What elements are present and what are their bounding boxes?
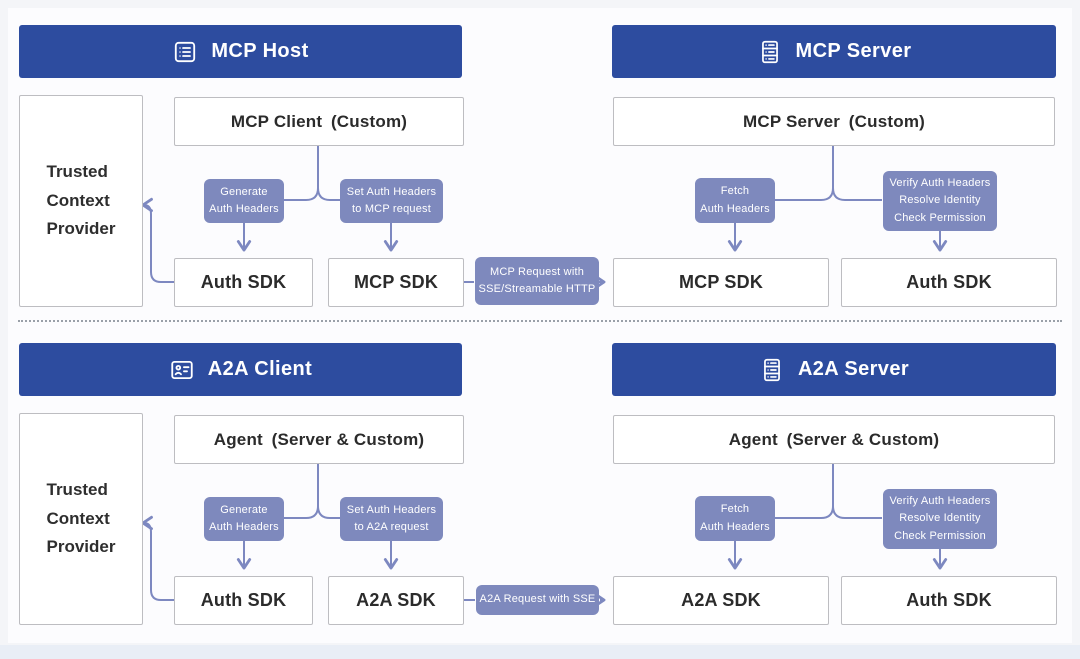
- mcp-server-custom-label: MCP Server (Custom): [742, 111, 926, 131]
- verify-auth-headers-label: Verify Auth Headers Resolve Identity Che…: [889, 495, 991, 542]
- generate-auth-headers-badge-top: Generate Auth Headers: [204, 179, 284, 223]
- agent-client-box: Agent (Server & Custom): [174, 415, 464, 464]
- header-mcp-host-label: MCP Host: [211, 40, 309, 62]
- fetch-auth-headers-badge-top: Fetch Auth Headers: [695, 178, 775, 223]
- mcp-sdk-box-server: MCP SDK: [613, 258, 829, 307]
- agent-server-label: Agent (Server & Custom): [728, 429, 940, 449]
- agent-client-label: Agent (Server & Custom): [213, 429, 425, 449]
- a2a-sdk-box-server: A2A SDK: [613, 576, 829, 625]
- mcp-sdk-server-label: MCP SDK: [678, 272, 764, 292]
- generate-auth-headers-label: Generate Auth Headers: [209, 185, 279, 215]
- header-a2a-server: A2A Server: [612, 343, 1056, 396]
- mcp-sdk-label: MCP SDK: [353, 272, 439, 292]
- mcp-request-label: MCP Request with SSE/Streamable HTTP: [478, 265, 596, 295]
- trusted-context-provider-label: Trusted Context Provider: [46, 479, 116, 557]
- fetch-auth-headers-label: Fetch Auth Headers: [700, 503, 770, 533]
- agent-server-box: Agent (Server & Custom): [613, 415, 1055, 464]
- header-a2a-client: A2A Client: [19, 343, 462, 396]
- header-a2a-client-label: A2A Client: [207, 358, 313, 380]
- set-auth-headers-mcp-badge: Set Auth Headers to MCP request: [340, 179, 443, 223]
- list-icon: [172, 39, 198, 65]
- set-auth-headers-mcp-label: Set Auth Headers to MCP request: [346, 185, 437, 215]
- dotted-divider: [18, 320, 1062, 322]
- trusted-context-provider-label: Trusted Context Provider: [46, 161, 116, 239]
- header-a2a-server-label: A2A Server: [797, 358, 910, 380]
- a2a-sdk-label: A2A SDK: [356, 590, 436, 610]
- auth-sdk-box-host: Auth SDK: [174, 258, 313, 307]
- trusted-context-provider-box-bottom: Trusted Context Provider: [19, 413, 143, 625]
- bottom-band: [0, 645, 1080, 659]
- server-icon: [759, 357, 785, 383]
- mcp-server-custom-box: MCP Server (Custom): [613, 97, 1055, 146]
- auth-sdk-box-a2a-client: Auth SDK: [174, 576, 313, 625]
- fetch-auth-headers-badge-bottom: Fetch Auth Headers: [695, 496, 775, 541]
- generate-auth-headers-badge-bottom: Generate Auth Headers: [204, 497, 284, 541]
- verify-auth-headers-label: Verify Auth Headers Resolve Identity Che…: [889, 177, 991, 224]
- generate-auth-headers-label: Generate Auth Headers: [209, 503, 279, 533]
- auth-sdk-label: Auth SDK: [200, 590, 287, 610]
- verify-auth-headers-badge-bottom: Verify Auth Headers Resolve Identity Che…: [883, 489, 997, 549]
- header-mcp-server: MCP Server: [612, 25, 1056, 78]
- fetch-auth-headers-label: Fetch Auth Headers: [700, 185, 770, 215]
- id-card-icon: [169, 357, 195, 383]
- a2a-sdk-server-label: A2A SDK: [681, 590, 761, 610]
- auth-sdk-label: Auth SDK: [200, 272, 287, 292]
- mcp-request-badge: MCP Request with SSE/Streamable HTTP: [475, 257, 599, 305]
- auth-sdk-box-a2a-server: Auth SDK: [841, 576, 1057, 625]
- mcp-client-label: MCP Client (Custom): [230, 111, 408, 131]
- set-auth-headers-a2a-label: Set Auth Headers to A2A request: [346, 503, 437, 533]
- server-icon: [757, 39, 783, 65]
- auth-sdk-a2a-server-label: Auth SDK: [906, 590, 992, 610]
- mcp-client-box: MCP Client (Custom): [174, 97, 464, 146]
- trusted-context-provider-box-top: Trusted Context Provider: [19, 95, 143, 307]
- header-mcp-server-label: MCP Server: [795, 40, 912, 62]
- auth-sdk-box-server: Auth SDK: [841, 258, 1057, 307]
- auth-sdk-server-label: Auth SDK: [906, 272, 992, 292]
- set-auth-headers-a2a-badge: Set Auth Headers to A2A request: [340, 497, 443, 541]
- a2a-request-badge: A2A Request with SSE: [476, 585, 599, 615]
- mcp-sdk-box-host: MCP SDK: [328, 258, 464, 307]
- a2a-request-label: A2A Request with SSE: [479, 593, 596, 606]
- header-mcp-host: MCP Host: [19, 25, 462, 78]
- a2a-sdk-box-client: A2A SDK: [328, 576, 464, 625]
- verify-auth-headers-badge-top: Verify Auth Headers Resolve Identity Che…: [883, 171, 997, 231]
